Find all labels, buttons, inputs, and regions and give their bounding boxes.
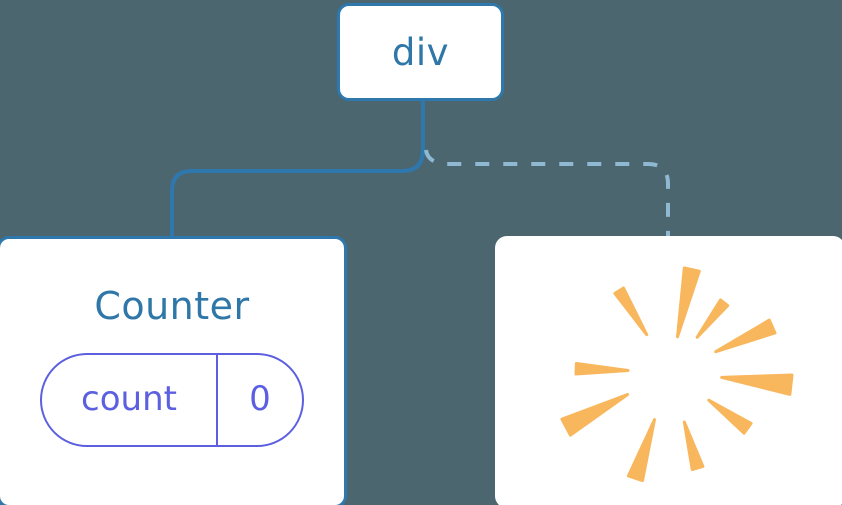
burst-ray-9: [613, 286, 649, 337]
burst-ray-7: [560, 393, 630, 437]
edge-div-to-counter: [170, 101, 425, 238]
burst-ray-6: [626, 418, 656, 483]
burst-ray-5: [682, 420, 705, 471]
node-div-label: div: [391, 30, 450, 74]
burst-ray-4: [707, 398, 753, 435]
burst-ray-8: [574, 362, 630, 376]
burst-sparkle-icon: [560, 266, 794, 483]
node-counter-label: Counter: [94, 284, 250, 328]
edge-div-to-rerender: [424, 149, 670, 238]
burst-ray-3: [720, 373, 794, 396]
state-value-label: 0: [216, 355, 302, 445]
state-pill-count[interactable]: count 0: [40, 353, 304, 447]
burst-ray-2: [714, 318, 777, 354]
node-counter[interactable]: Counter count 0: [0, 236, 347, 505]
state-key-label: count: [81, 379, 177, 419]
node-div[interactable]: div: [337, 3, 504, 101]
burst-ray-1: [695, 298, 730, 339]
burst-ray-0: [676, 266, 701, 339]
node-rerender[interactable]: [495, 236, 842, 505]
